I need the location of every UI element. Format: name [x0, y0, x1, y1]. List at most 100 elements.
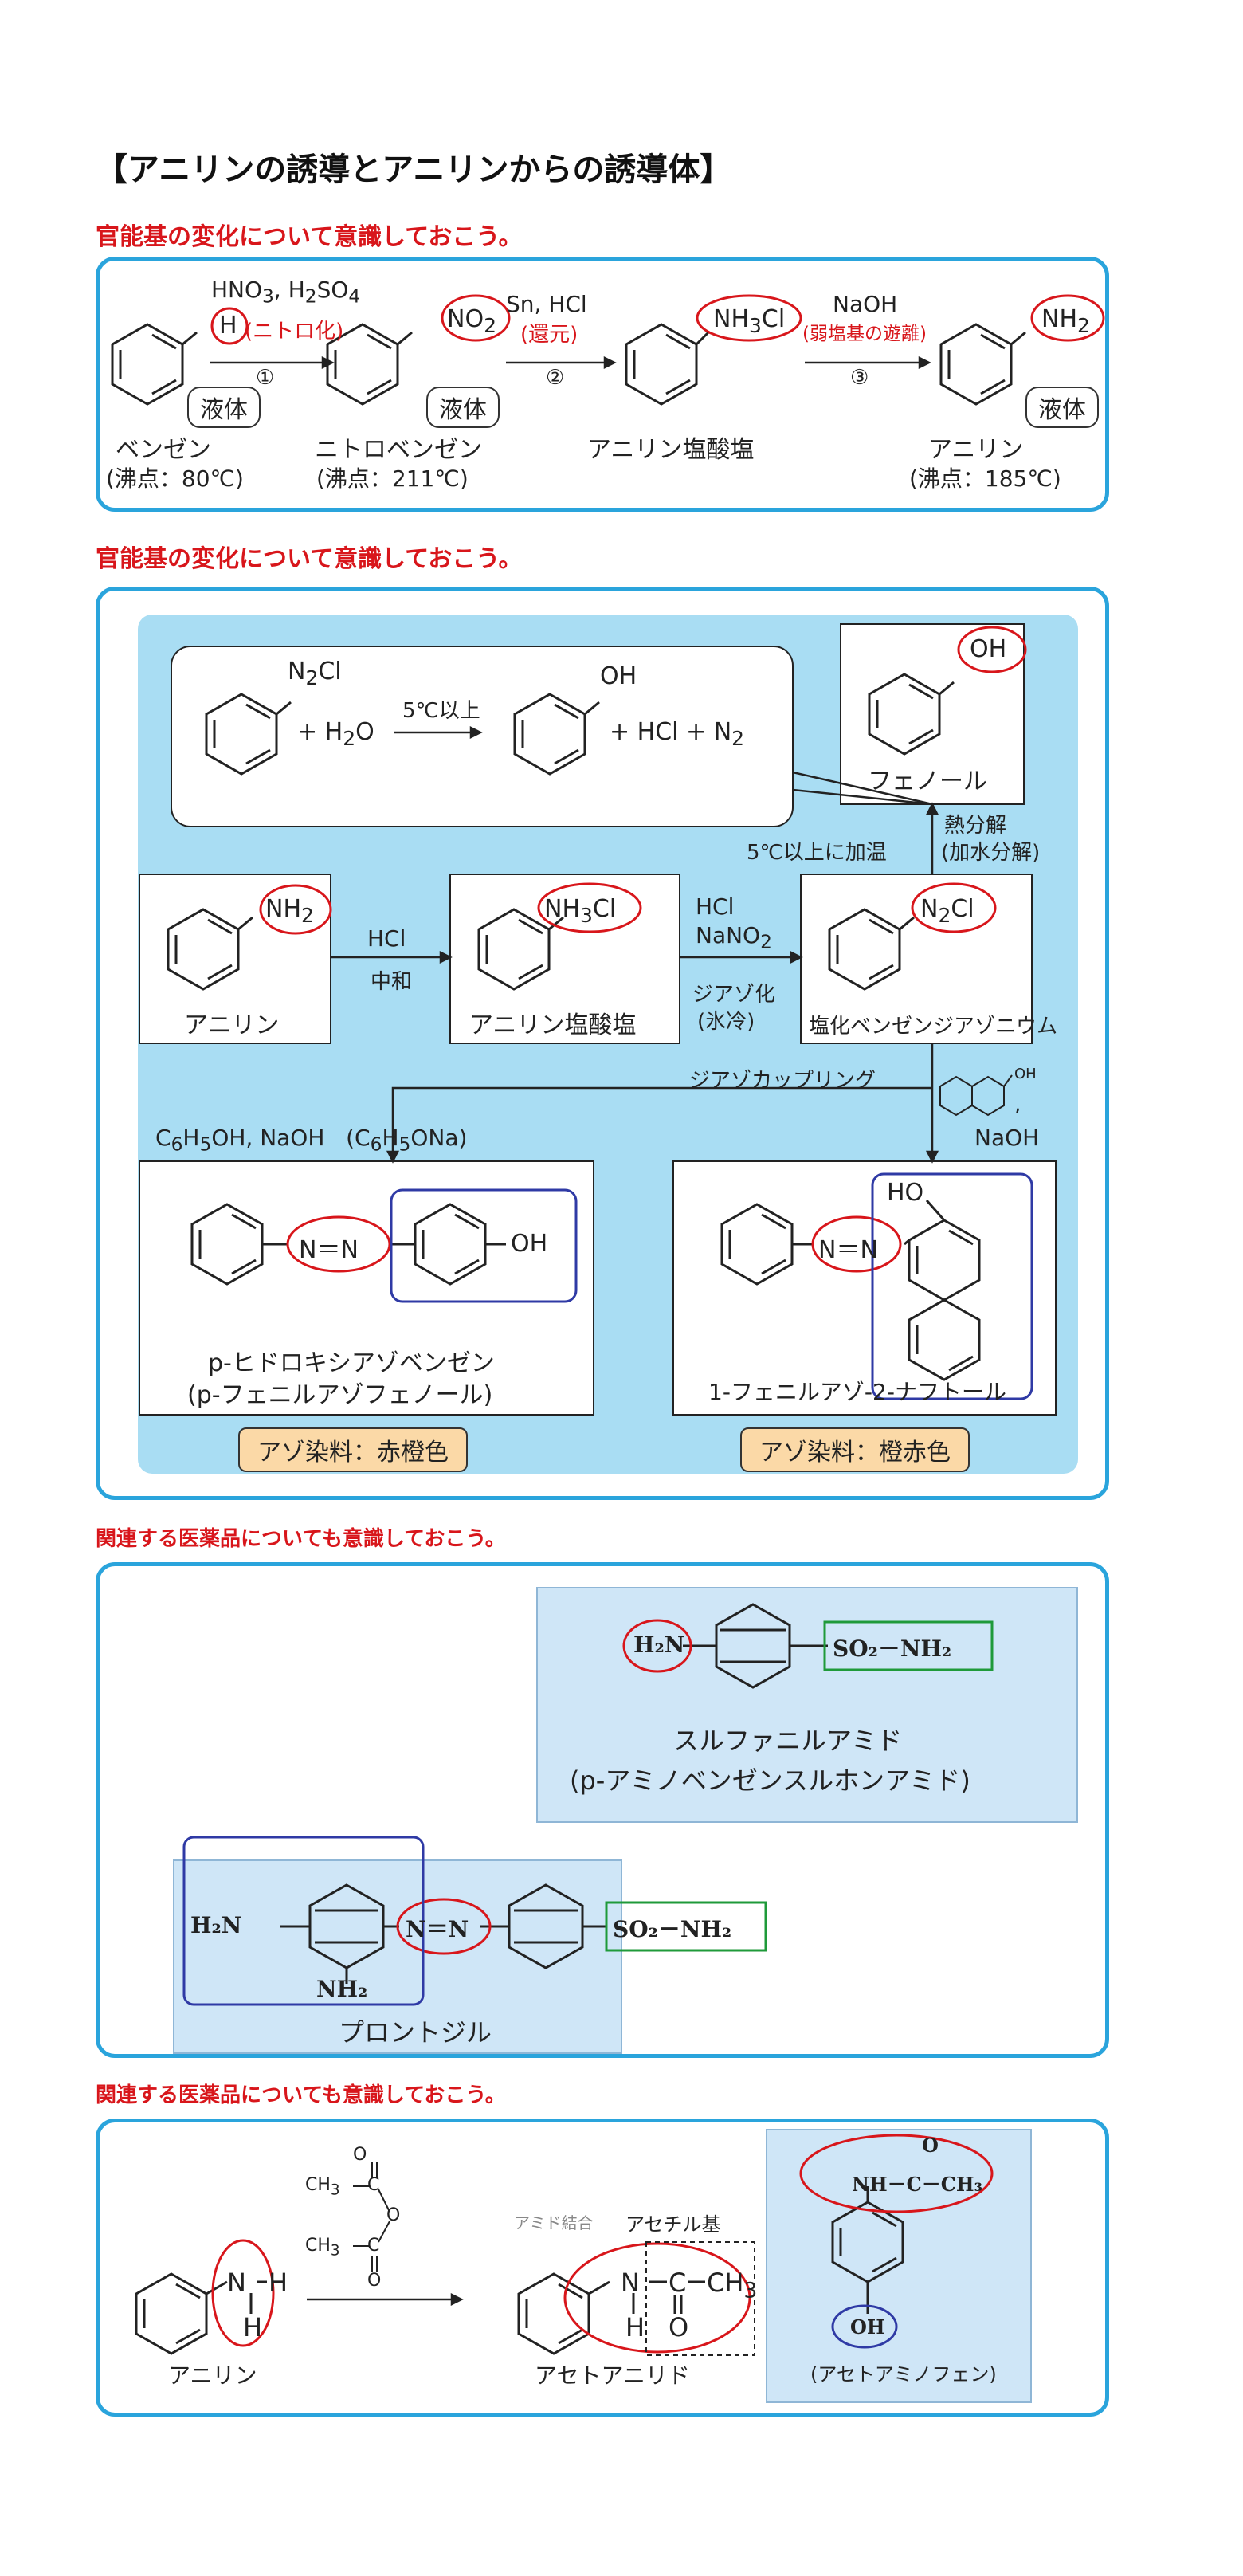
panel-2-diagram	[139, 623, 1057, 1416]
coupling-comma: ,	[1014, 1093, 1021, 1117]
acetanilide-o: O	[669, 2312, 689, 2342]
step2-note: (還元)	[520, 323, 578, 347]
prontosil-nn: N＝N	[406, 1916, 469, 1942]
decomp-box	[171, 646, 794, 827]
azo1-name2: (p-フェニルアゾフェノール)	[187, 1381, 493, 1409]
azo1-dye-tag: アゾ染料：赤橙色	[238, 1427, 468, 1472]
anhydride-o-bridge: O	[386, 2205, 401, 2225]
diazonium-group: N2Cl	[920, 895, 974, 927]
sulfa-h2n: H₂N	[633, 1632, 685, 1658]
aniline-group: NH2	[1041, 305, 1090, 337]
amide-note: アミド結合	[514, 2213, 594, 2232]
page-title: 【アニリンの誘導とアニリンからの誘導体】	[96, 151, 732, 188]
step2-reagent: Sn, HCl	[506, 291, 587, 317]
aniline-bp: (沸点：185℃)	[909, 465, 1061, 492]
coupling-naoh: NaOH	[974, 1125, 1040, 1151]
nitro-state: 液体	[426, 387, 500, 428]
azo1-box	[139, 1160, 594, 1416]
azo1-nn: N＝N	[299, 1236, 359, 1264]
aniline4-h1: H	[269, 2268, 288, 2298]
step1-note: (ニトロ化)	[245, 320, 344, 344]
circle-no2	[441, 294, 511, 342]
azo1-name1: p-ヒドロキシアゾベンゼン	[208, 1349, 495, 1377]
step3-num: ③	[850, 366, 869, 390]
section-heading-3: 関連する医薬品についても意識しておこう。	[96, 1527, 506, 1551]
azo2-nn: N＝N	[818, 1236, 878, 1264]
anhydride-o2: O	[367, 2271, 382, 2291]
eq-products: + HCl + N2	[610, 718, 745, 750]
eq-n2cl: N2Cl	[288, 658, 342, 689]
benzene-ring-1	[111, 323, 184, 406]
aniline4-name: アニリン	[168, 2362, 257, 2389]
acetanilide-name: アセトアニリド	[535, 2362, 690, 2389]
heat-warm: 5℃以上に加温	[747, 841, 887, 865]
prontosil-h2n: H₂N	[190, 1912, 242, 1938]
panel-diazo: N2Cl + H2O 5℃以上 OH + HCl + N2 OH フェノール 熱…	[96, 587, 1109, 1500]
acetanilide-n: N	[621, 2268, 640, 2298]
acetanilide-c: C	[669, 2268, 687, 2298]
coupling-oh: OH	[1014, 1066, 1037, 1082]
heat-line2: (加水分解)	[941, 841, 1041, 865]
acetanilide-ch3: CH3	[707, 2268, 758, 2303]
azo1-oh: OH	[511, 1230, 548, 1258]
salt-box	[449, 874, 680, 1044]
eq-cond: 5℃以上	[402, 699, 480, 723]
section-heading-4: 関連する医薬品についても意識しておこう。	[96, 2083, 506, 2107]
step1-num: ①	[256, 366, 275, 390]
sulfanilamide-image	[536, 1587, 1078, 1823]
azo2-ho: HO	[887, 1179, 924, 1207]
eq-oh: OH	[600, 662, 637, 690]
circle-nh3cl	[696, 294, 802, 342]
anhydride-ch3-2: CH3	[305, 2236, 340, 2260]
circle-h	[210, 307, 249, 345]
panel-1-diagram	[111, 294, 1105, 406]
coupling-label: ジアゾカップリング	[689, 1069, 876, 1093]
prontosil-image	[173, 1859, 622, 2054]
phenol-oh: OH	[970, 635, 1007, 663]
anhydride-ch3-1: CH3	[305, 2175, 340, 2199]
acetaminophen-image	[766, 2129, 1032, 2403]
benzene-ring-3	[625, 323, 698, 406]
nitro-bp: (沸点：211℃)	[316, 465, 469, 492]
section-heading-1: 官能基の変化について意識しておこう。	[96, 223, 523, 251]
prontosil-nh2: NH₂	[316, 1976, 368, 2002]
neutral-reagent: HCl	[367, 925, 406, 952]
azo2-dye-tag: アゾ染料：橙赤色	[740, 1427, 970, 1472]
diazo-reagent2: NaNO2	[696, 922, 772, 953]
panel-sulfa: H₂N SO₂－NH₂ スルファニルアミド (p-アミノベンゼンスルホンアミド)…	[96, 1562, 1109, 2058]
anhydride-o1: O	[353, 2145, 367, 2165]
neutral-label: 中和	[371, 970, 413, 994]
salt-name: アニリン塩酸塩	[587, 436, 755, 464]
apap-name: (アセトアミノフェン)	[810, 2363, 997, 2386]
apap-o: O	[922, 2134, 939, 2157]
heat-line1: 熱分解	[944, 814, 1007, 838]
phenol-name: フェノール	[868, 768, 987, 795]
sulfa-name2: (p-アミノベンゼンスルホンアミド)	[570, 1765, 970, 1796]
aniline2-name: アニリン	[184, 1011, 280, 1039]
circle-nh2	[1030, 294, 1105, 342]
diazonium-name: 塩化ベンゼンジアゾニウム	[809, 1015, 1058, 1039]
left-reagents: C6H5OH, NaOH (C6H5ONa)	[155, 1125, 468, 1156]
aniline4-h2: H	[243, 2312, 263, 2342]
benzene-h: H	[219, 312, 237, 340]
panel-acetanilide: O CH3 C O CH3 C O N H H アニリン アミド結合 アセチル基…	[96, 2119, 1109, 2417]
phenol-box	[840, 623, 1025, 805]
step2-num: ②	[546, 366, 565, 390]
benzene-state: 液体	[187, 387, 261, 428]
nitro-name: ニトロベンゼン	[315, 436, 482, 464]
prontosil-name: プロントジル	[339, 2017, 492, 2048]
aniline-state: 液体	[1025, 387, 1099, 428]
prontosil-so2: SO₂－NH₂	[613, 1916, 732, 1942]
step3-note: (弱塩基の遊離)	[802, 324, 927, 344]
salt-group: NH3Cl	[713, 305, 786, 337]
panel-nitration: H 液体 ベンゼン (沸点：80℃) HNO3, H2SO4 (ニトロ化) ① …	[96, 257, 1109, 512]
salt2-name: アニリン塩酸塩	[469, 1011, 637, 1039]
step3-reagent: NaOH	[833, 291, 898, 317]
apap-nh: NH－C－CH₃	[852, 2173, 983, 2196]
anhydride-c1: C	[367, 2175, 380, 2195]
aniline2-group: NH2	[265, 895, 314, 927]
nitro-group: NO2	[447, 305, 496, 337]
diazo-label2: (氷冷)	[697, 1010, 755, 1034]
step1-reagents: HNO3, H2SO4	[211, 277, 361, 308]
apap-oh: OH	[850, 2315, 885, 2338]
